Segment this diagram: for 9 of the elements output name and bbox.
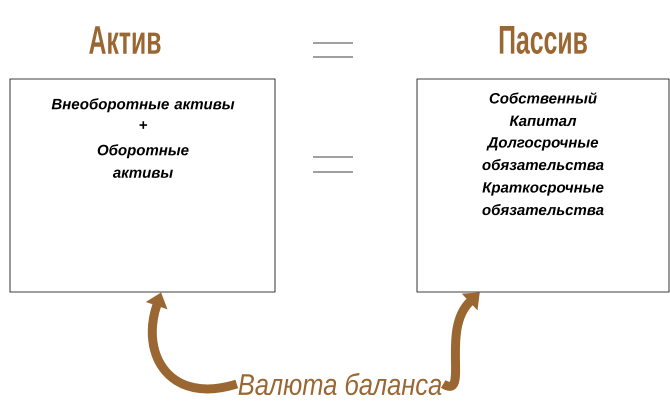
caption: Валюта баланса xyxy=(238,372,442,396)
body-text: Краткосрочные обязательства xyxy=(482,182,604,216)
body-text: Долгосрочные обязательства xyxy=(482,137,604,170)
body-text: + xyxy=(140,121,148,129)
body-text: Собственный Капитал xyxy=(490,92,597,126)
body-text: Оборотные активы xyxy=(98,144,189,178)
heading: Актив xyxy=(89,26,160,54)
heading: Пассив xyxy=(500,26,587,54)
body-text: Внеоборотные активы xyxy=(52,98,234,112)
